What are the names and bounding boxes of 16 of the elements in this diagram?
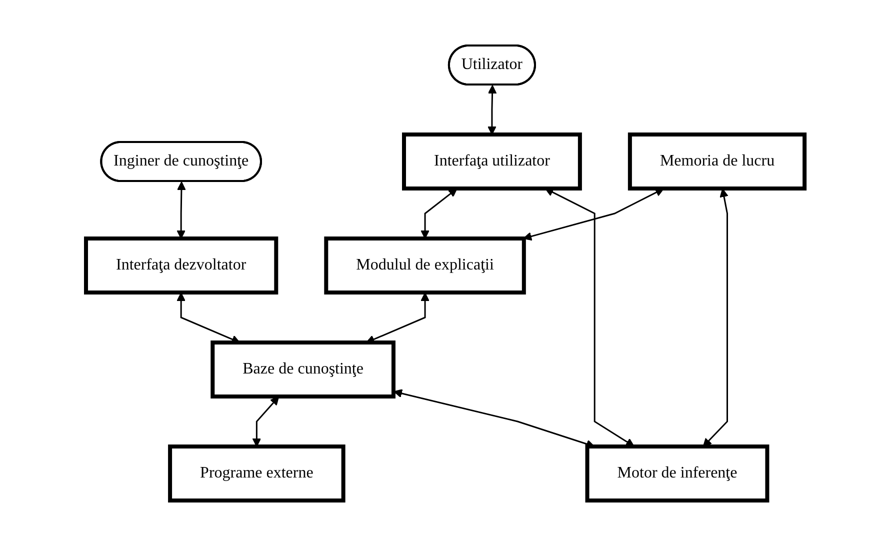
arrow bbox=[703, 188, 729, 447]
arrow bbox=[545, 188, 635, 447]
arrow bbox=[176, 182, 186, 239]
node-box: Baze de cunoştinţe bbox=[210, 340, 396, 398]
node-box: Memoria de lucru bbox=[628, 132, 807, 190]
arrow bbox=[488, 85, 497, 135]
arrow bbox=[252, 396, 280, 447]
arrow bbox=[366, 292, 430, 344]
arrow bbox=[420, 188, 458, 239]
arrow bbox=[176, 292, 240, 344]
node-box: Interfaţa utilizator bbox=[402, 132, 582, 190]
node-box: Modulul de explicaţii bbox=[324, 236, 526, 294]
arrow bbox=[523, 188, 664, 241]
node-box: Motor de inferenţe bbox=[586, 444, 770, 502]
node-box: Programe externe bbox=[168, 444, 346, 502]
node-box: Interfaţa dezvoltator bbox=[84, 236, 278, 294]
